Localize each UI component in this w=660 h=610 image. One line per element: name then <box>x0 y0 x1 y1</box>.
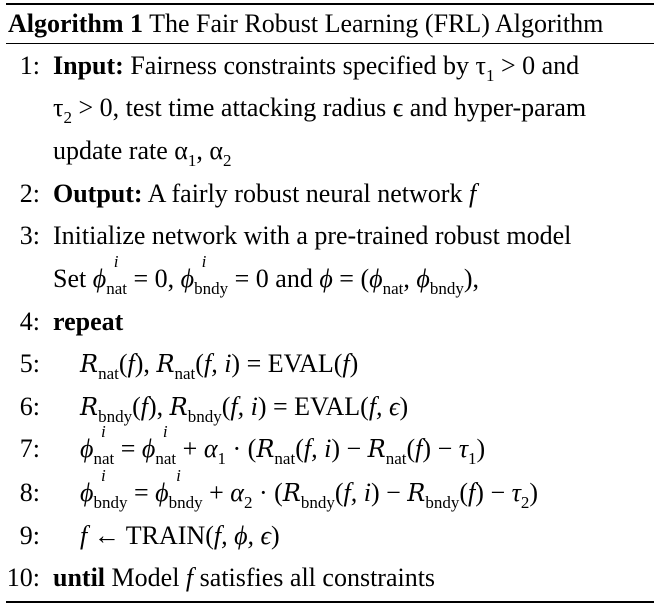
output-text: A fairly robust neural network <box>147 179 469 208</box>
repeat-keyword: repeat <box>53 307 124 336</box>
line-1: 1: Input: Fairness constraints specified… <box>0 49 655 85</box>
input-text-f: , α <box>196 136 224 165</box>
output-line: Output: A fairly robust neural network f <box>53 179 477 208</box>
algorithm-name: The Fair Robust Learning (FRL) Algorithm <box>149 9 604 38</box>
header-rule <box>6 43 654 44</box>
input-text-b: > 0 and <box>494 51 580 80</box>
init-line: Initialize network with a pre-trained ro… <box>53 221 572 250</box>
input-line: Input: Fairness constraints specified by… <box>53 51 580 85</box>
line-number-4: 4: <box>19 307 40 336</box>
eval-nat-line: Rnat(f), Rnat(f, i) = EVAL(f) <box>80 349 359 383</box>
line-number-1: 1: <box>19 51 40 80</box>
top-rule <box>6 3 654 5</box>
output-keyword: Output: <box>53 179 143 208</box>
input-line-3: update rate α1, α2 <box>53 136 232 170</box>
input-line-2: τ2 > 0, test time attacking radius ϵ and… <box>53 93 587 127</box>
algorithm-label: Algorithm 1 <box>8 9 144 38</box>
line-number-3: 3: <box>19 221 40 250</box>
input-keyword: Input: <box>53 51 124 80</box>
line-10: 10: until Model f satisfies all constrai… <box>0 561 655 595</box>
line-9: 9: f ← TRAIN(f, ϕ, ϵ) <box>0 519 655 553</box>
line-number-9: 9: <box>19 521 40 550</box>
until-line: until Model f satisfies all constraints <box>53 563 436 592</box>
until-tail: satisfies all constraints <box>193 563 436 592</box>
input-text-a: Fairness constraints specified by τ <box>130 51 486 80</box>
eval-bndy-line: Rbndy(f), Rbndy(f, i) = EVAL(f, ϵ) <box>80 392 409 426</box>
line-5: 5: Rnat(f), Rnat(f, i) = EVAL(f) <box>0 347 655 383</box>
until-text: Model <box>105 563 186 592</box>
line-number-7: 7: <box>19 434 40 463</box>
input-text-e: update rate α <box>53 136 188 165</box>
line-number-2: 2: <box>19 179 40 208</box>
line-2: 2: Output: A fairly robust neural networ… <box>0 177 655 211</box>
input-text-c: τ <box>53 93 64 122</box>
until-keyword: until <box>53 563 106 592</box>
line-3: 3: Initialize network with a pre-trained… <box>0 219 655 253</box>
train-line: f ← TRAIN(f, ϕ, ϵ) <box>80 521 280 550</box>
algorithm-title: Algorithm 1 The Fair Robust Learning (FR… <box>8 9 603 39</box>
input-text-d: > 0, test time attacking radius ϵ and hy… <box>71 93 587 122</box>
line-number-6: 6: <box>19 392 40 421</box>
line-number-10: 10: <box>6 563 40 592</box>
line-6: 6: Rbndy(f), Rbndy(f, i) = EVAL(f, ϵ) <box>0 390 655 426</box>
bottom-rule <box>6 601 654 603</box>
set-prefix: Set <box>53 264 93 293</box>
line-1-cont2: update rate α1, α2 <box>0 134 655 170</box>
line-4: 4: repeat <box>0 305 655 339</box>
line-number-5: 5: <box>19 349 40 378</box>
line-number-8: 8: <box>19 478 40 507</box>
line-1-cont: τ2 > 0, test time attacking radius ϵ and… <box>0 91 655 127</box>
